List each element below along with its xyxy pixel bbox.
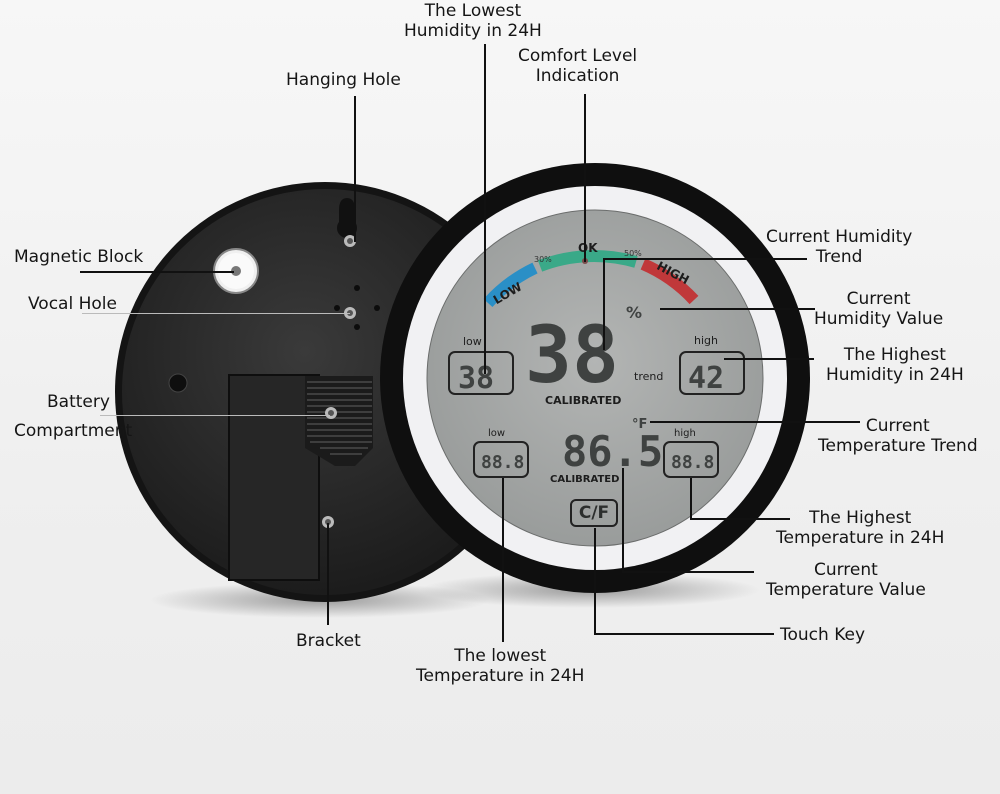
front-unit: LOW 30% OK 50% HIGH 38 % trend CALIBRATE… — [380, 163, 810, 593]
leader-touch-key-v — [594, 528, 596, 634]
touch-key-label: C/F — [578, 503, 610, 523]
svg-text:CALIBRATED: CALIBRATED — [545, 394, 621, 407]
leader-lowest-humidity — [484, 44, 486, 374]
label-current-temperature-trend: Current Temperature Trend — [818, 416, 978, 456]
svg-text:30%: 30% — [534, 255, 552, 264]
leader-highest-temp — [690, 518, 790, 520]
svg-text:50%: 50% — [624, 249, 642, 258]
svg-text:°F: °F — [632, 417, 647, 432]
label-magnetic-block: Magnetic Block — [14, 247, 144, 267]
label-lowest-temperature: The lowest Temperature in 24H — [416, 646, 585, 686]
label-current-temperature-value: Current Temperature Value — [766, 560, 926, 600]
temperature-value-digits: 86.5 — [562, 427, 663, 476]
leader-bracket — [327, 523, 329, 625]
touch-key-cf-button[interactable]: C/F — [570, 499, 618, 527]
label-highest-temperature: The Highest Temperature in 24H — [776, 508, 945, 548]
svg-text:38: 38 — [458, 361, 494, 396]
leader-temp-trend — [650, 421, 860, 423]
label-lowest-humidity: The Lowest Humidity in 24H — [404, 1, 542, 41]
svg-text:low: low — [488, 428, 505, 439]
svg-text:low: low — [463, 335, 482, 348]
svg-text:trend: trend — [634, 370, 663, 383]
leader-comfort-level — [584, 94, 586, 262]
svg-text:%: % — [626, 303, 642, 322]
svg-text:42: 42 — [688, 361, 724, 396]
leader-lowest-temp — [502, 478, 504, 642]
label-hanging-hole: Hanging Hole — [286, 70, 401, 90]
leader-touch-key — [594, 633, 774, 635]
svg-text:OK: OK — [578, 241, 598, 255]
leader-vocal-hole — [82, 313, 350, 314]
label-bracket: Bracket — [296, 631, 361, 651]
label-battery-compartment: Battery Compartment — [14, 392, 133, 441]
svg-text:high: high — [694, 334, 718, 347]
leader-battery — [100, 415, 330, 416]
svg-text:88.8: 88.8 — [481, 452, 524, 473]
leader-highest-humidity — [724, 358, 814, 360]
label-highest-humidity: The Highest Humidity in 24H — [826, 345, 964, 385]
leader-humidity-trend — [603, 258, 807, 260]
leader-hanging-hole — [354, 96, 356, 242]
leader-humidity-trend-v — [603, 258, 605, 350]
svg-text:88.8: 88.8 — [671, 452, 714, 473]
label-vocal-hole: Vocal Hole — [28, 294, 117, 314]
leader-humidity-value — [660, 308, 815, 310]
leader-current-temp-v — [622, 468, 624, 572]
leader-current-temp — [622, 571, 754, 573]
svg-text:high: high — [674, 428, 696, 439]
label-touch-key: Touch Key — [780, 625, 866, 645]
leader-highest-temp-v — [690, 478, 692, 520]
label-current-humidity-value: Current Humidity Value — [814, 289, 944, 329]
label-current-humidity-trend: Current Humidity Trend — [766, 227, 913, 267]
label-comfort-level: Comfort Level Indication — [518, 46, 638, 86]
leader-magnetic-block — [80, 271, 234, 273]
svg-text:CALIBRATED: CALIBRATED — [550, 474, 619, 485]
